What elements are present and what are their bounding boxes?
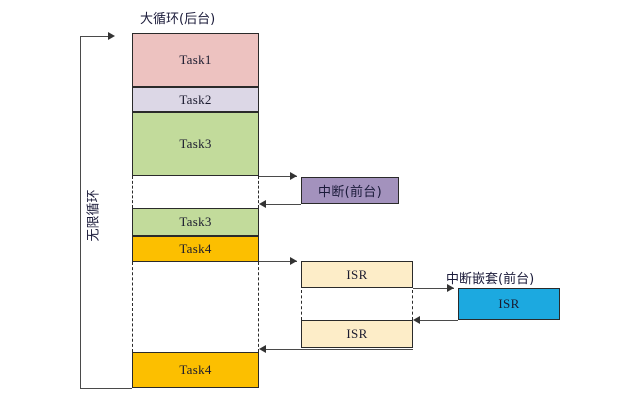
task-block-task1[interactable]: Task1 (132, 33, 259, 87)
dashed-guide-left-upper (132, 176, 133, 208)
arrow-to-isr-icon (290, 257, 297, 265)
arrow-back-to-task4-icon (259, 345, 266, 353)
task-block-task3-first[interactable]: Task3 (132, 112, 259, 176)
task-block-task2[interactable]: Task2 (132, 87, 259, 112)
task-block-task4-first[interactable]: Task4 (132, 236, 259, 262)
task-block-task3-resumed[interactable]: Task3 (132, 208, 259, 236)
title-nested-interrupt: 中断嵌套(前台) (446, 272, 535, 287)
isr-block-second[interactable]: ISR (301, 320, 413, 348)
connector-interrupt-to-task3 (266, 204, 301, 205)
dashed-guide-isr-left (301, 290, 302, 320)
connector-task3-to-interrupt (259, 176, 297, 177)
dashed-guide-isr-right (412, 290, 413, 320)
arrow-to-interrupt-icon (290, 172, 297, 180)
arrow-back-to-task3-icon (259, 200, 266, 208)
connector-isr-to-nested (413, 288, 454, 289)
connector-nested-to-isr (420, 320, 458, 321)
loop-bracket-top (80, 36, 110, 37)
arrow-back-to-isr-icon (413, 316, 420, 324)
isr-block-nested[interactable]: ISR (458, 288, 560, 320)
connector-isr-to-task4 (266, 349, 413, 350)
connector-task4-to-isr (259, 261, 297, 262)
dashed-guide-right-lower (258, 262, 259, 352)
loop-label: 无限循环 (86, 189, 102, 242)
arrow-to-nested-isr-icon (447, 284, 454, 292)
dashed-guide-left-lower (132, 262, 133, 352)
title-background-loop: 大循环(后台) (140, 12, 216, 27)
loop-bracket-vertical (80, 36, 81, 388)
dashed-guide-right-upper (258, 176, 259, 208)
loop-bracket-bottom (80, 388, 132, 389)
isr-block-first[interactable]: ISR (301, 261, 413, 288)
loop-arrow-icon (108, 32, 115, 40)
interrupt-block[interactable]: 中断(前台) (301, 177, 399, 204)
task-block-task4-resumed[interactable]: Task4 (132, 352, 259, 388)
